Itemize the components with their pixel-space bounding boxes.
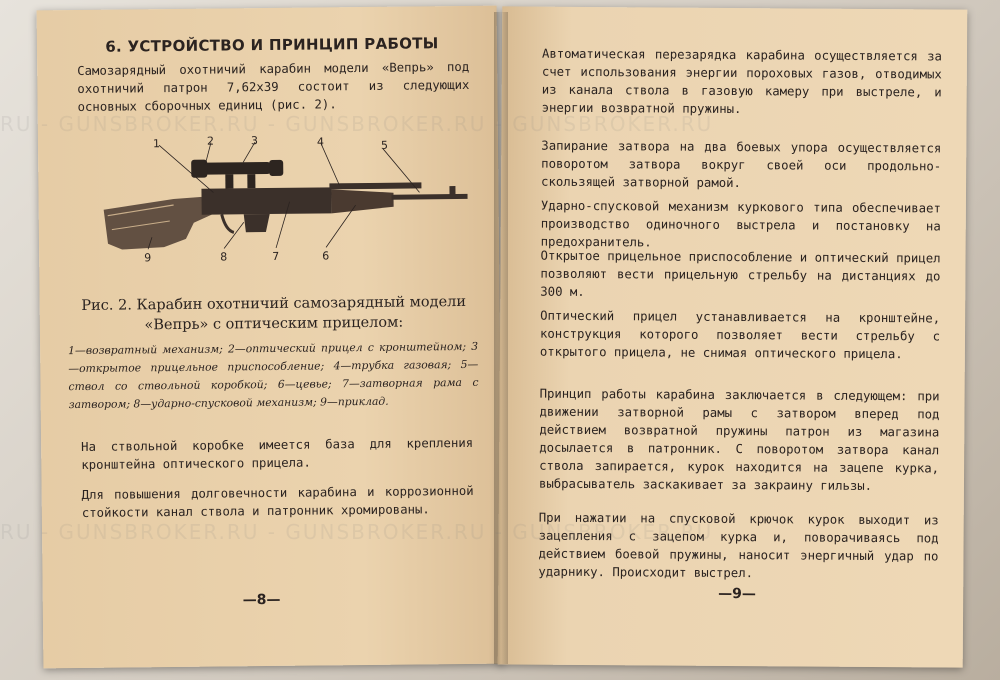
intro-paragraph: Самозарядный охотничий карабин модели «В…: [77, 59, 470, 115]
figure-legend: 1—возвратный механизм; 2—оптический приц…: [68, 339, 479, 412]
callout-3: 3: [251, 134, 258, 147]
mount-base-paragraph: На ствольной коробке имеется база для кр…: [81, 435, 474, 472]
callout-4: 4: [317, 135, 324, 148]
callout-1: 1: [153, 137, 160, 150]
right-paragraph-7: При нажатии на спусковой крючок курок вы…: [538, 510, 939, 581]
callout-7: 7: [272, 250, 279, 263]
page-number-left: —8—: [242, 591, 281, 609]
callout-5: 5: [381, 139, 388, 152]
figure-caption: Рис. 2. Карабин охотничий самозарядный м…: [81, 293, 467, 334]
callout-2: 2: [207, 135, 214, 148]
right-paragraph-5: Оптический прицел устанавливается на кро…: [539, 308, 941, 362]
left-page: 6. УСТРОЙСТВО И ПРИНЦИП РАБОТЫ Самозаряд…: [36, 5, 504, 669]
right-paragraph-6: Принцип работы карабина заключается в сл…: [538, 386, 940, 493]
callout-9: 9: [144, 251, 151, 264]
right-page: Автоматическая перезарядка карабина осущ…: [497, 6, 968, 668]
callout-8: 8: [220, 250, 227, 263]
right-paragraph-2: Запирание затвора на два боевых упора ос…: [541, 138, 942, 191]
right-paragraph-1: Автоматическая перезарядка карабина осущ…: [541, 46, 943, 117]
rifle-figure: 1 2 3 4 5 6 7 8 9: [103, 134, 468, 264]
right-paragraph-4: Открытое прицельное приспособление и опт…: [540, 248, 941, 299]
book-gutter: [494, 12, 508, 664]
right-paragraph-3: Ударно-спусковой механизм куркового типа…: [540, 198, 941, 250]
chrome-paragraph: Для повышения долговечности карабина и к…: [81, 483, 474, 520]
page-number-right: —9—: [718, 585, 757, 603]
callout-6: 6: [322, 249, 329, 262]
section-heading: 6. УСТРОЙСТВО И ПРИНЦИП РАБОТЫ: [105, 34, 439, 56]
